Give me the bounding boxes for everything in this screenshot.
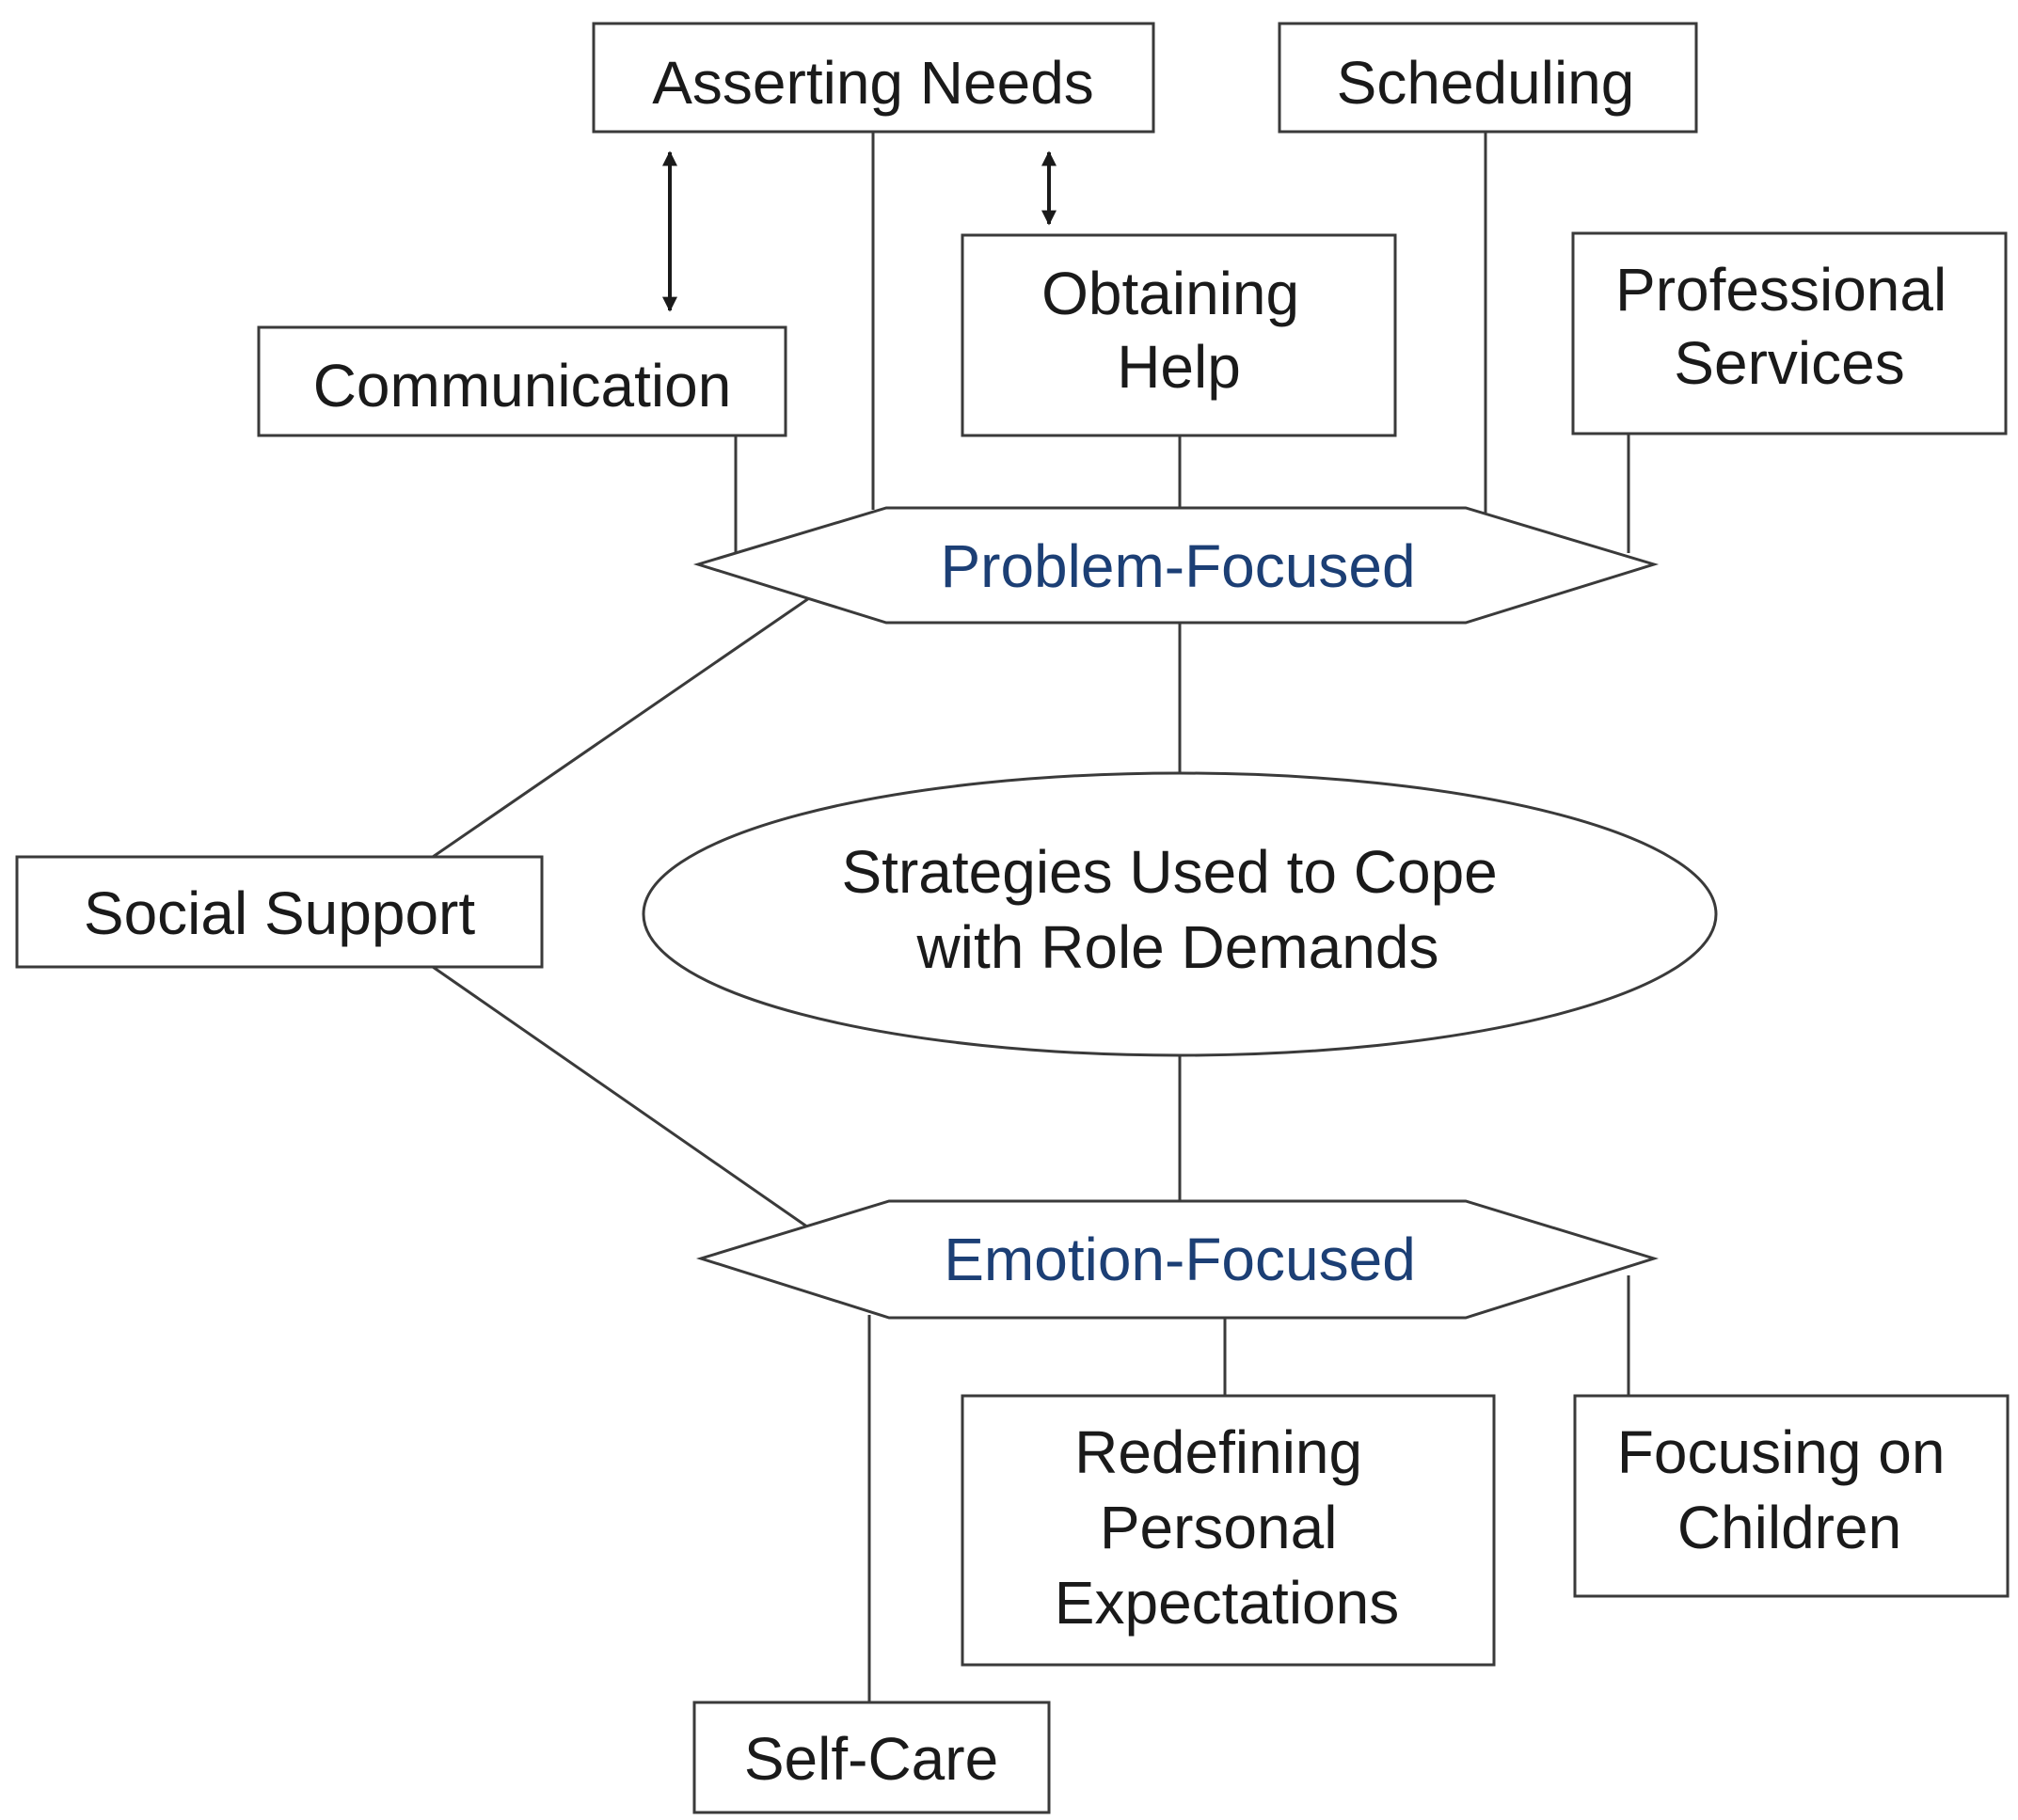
communication-box (257, 325, 787, 437)
asserting-needs-box (592, 22, 1155, 134)
asserting-needs-label: Asserting Needs (652, 49, 1094, 117)
focusing-children-label: Focusing on Children (1617, 1418, 1962, 1561)
professional-services-box (1571, 231, 2008, 435)
social-support-box (15, 855, 544, 969)
obtaining-help-label: Obtaining Help (1041, 260, 1316, 401)
central-label: Strategies Used to Cope with Role Demand… (841, 838, 1514, 981)
central-ellipse (642, 771, 1718, 1057)
scheduling-label: Scheduling (1337, 49, 1635, 117)
redefining-label: Redefining Personal Expectations (1055, 1418, 1399, 1637)
professional-services-label: Professional Services (1615, 256, 1963, 397)
self-care-box (692, 1701, 1051, 1814)
problem-focused-label: Problem-Focused (940, 532, 1415, 600)
problem-focused-hexagon (692, 506, 1660, 625)
obtaining-help-box (961, 233, 1397, 437)
emotion-focused-hexagon (695, 1199, 1660, 1320)
connector-social-to-problem (432, 596, 810, 859)
social-support-label: Social Support (84, 879, 475, 947)
scheduling-box (1278, 22, 1698, 134)
focusing-children-box (1573, 1394, 2010, 1598)
self-care-label: Self-Care (744, 1725, 998, 1793)
communication-label: Communication (313, 352, 732, 419)
redefining-box (961, 1394, 1496, 1667)
connector-social-to-emotion (432, 965, 812, 1231)
emotion-focused-label: Emotion-Focused (944, 1226, 1416, 1293)
